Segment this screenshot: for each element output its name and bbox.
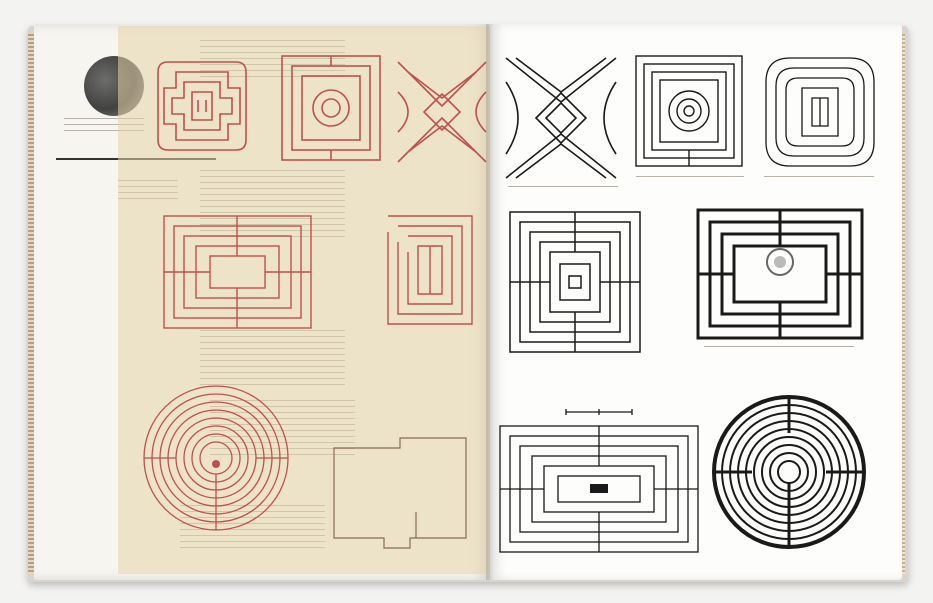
red-maze-square-circle xyxy=(278,52,384,164)
black-maze-heavy-rect xyxy=(694,206,866,342)
red-maze-diamond xyxy=(394,52,490,172)
black-maze-quatrefoil xyxy=(760,52,880,172)
black-maze-chartres xyxy=(712,388,866,560)
caption-maze-2 xyxy=(636,176,744,181)
black-maze-wide xyxy=(496,408,702,558)
black-maze-square xyxy=(506,208,644,356)
floor-plan-outline xyxy=(330,434,470,552)
red-maze-circular xyxy=(140,382,292,534)
red-maze-rect xyxy=(160,212,315,332)
red-maze-small-rect xyxy=(384,212,476,328)
black-maze-square-rings xyxy=(632,52,746,170)
caption-maze-1 xyxy=(508,186,618,191)
black-maze-knot xyxy=(500,52,622,184)
caption-maze-5 xyxy=(704,346,854,351)
caption-maze-3 xyxy=(764,176,874,181)
book-gutter xyxy=(486,24,494,580)
red-maze-cross xyxy=(148,52,256,160)
